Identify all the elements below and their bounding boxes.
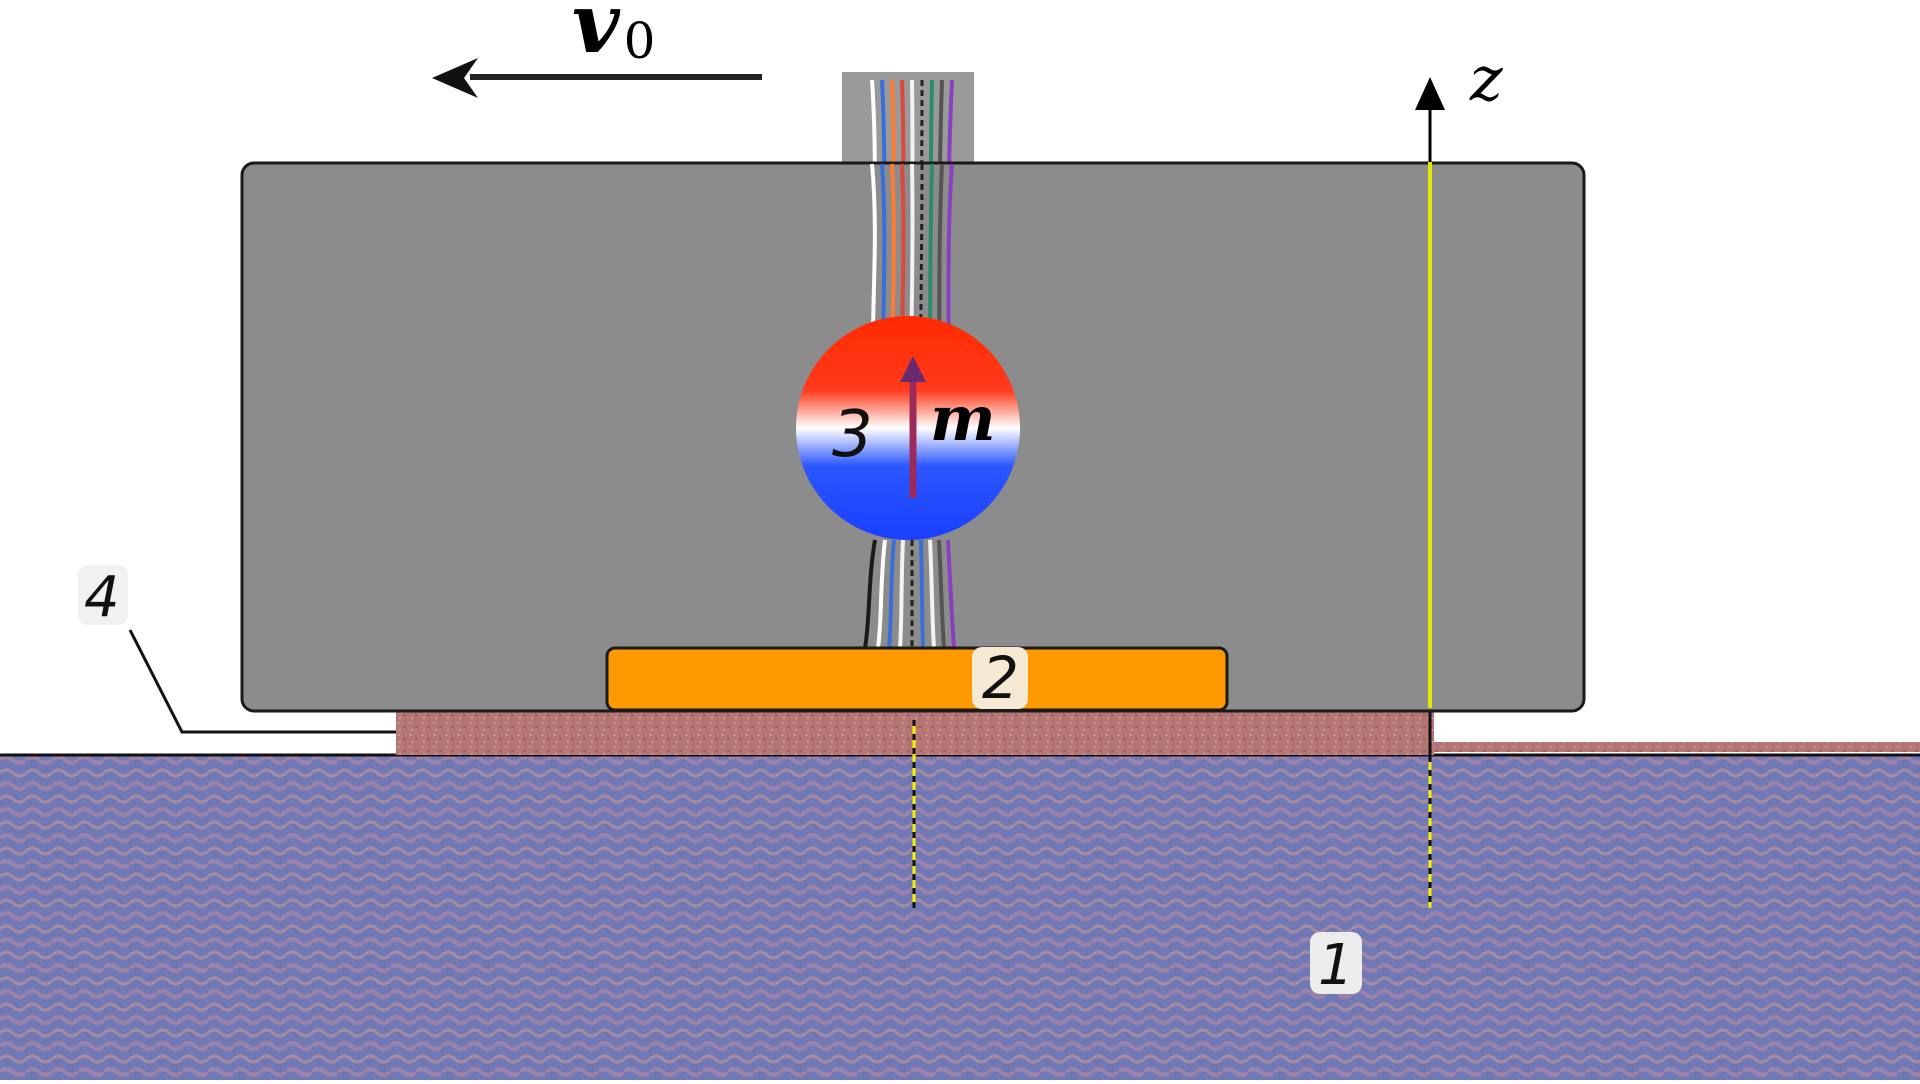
velocity-arrowhead <box>432 58 478 98</box>
magnetic-particle-label: 3 <box>832 398 873 472</box>
substrate <box>0 755 1920 1080</box>
velocity-label: v0 <box>572 0 655 72</box>
magnetic-moment-label: m <box>930 382 996 455</box>
label-4-badge <box>78 565 128 625</box>
surface-layer-label: 4 <box>84 565 120 630</box>
label-1-badge <box>1310 932 1362 994</box>
probe-pad-label: 2 <box>982 644 1019 712</box>
cable-clamp <box>842 72 974 164</box>
z-axis-label: z <box>1469 42 1503 115</box>
substrate-label: 1 <box>1318 933 1354 998</box>
surface-layer-leader-line <box>128 629 396 734</box>
magnetic-particle <box>796 316 1020 540</box>
magnetic-moment-arrowhead <box>900 356 926 382</box>
surface-layer-right <box>1434 742 1920 752</box>
probe-pad <box>605 646 1229 712</box>
label-2-badge <box>972 647 1028 709</box>
